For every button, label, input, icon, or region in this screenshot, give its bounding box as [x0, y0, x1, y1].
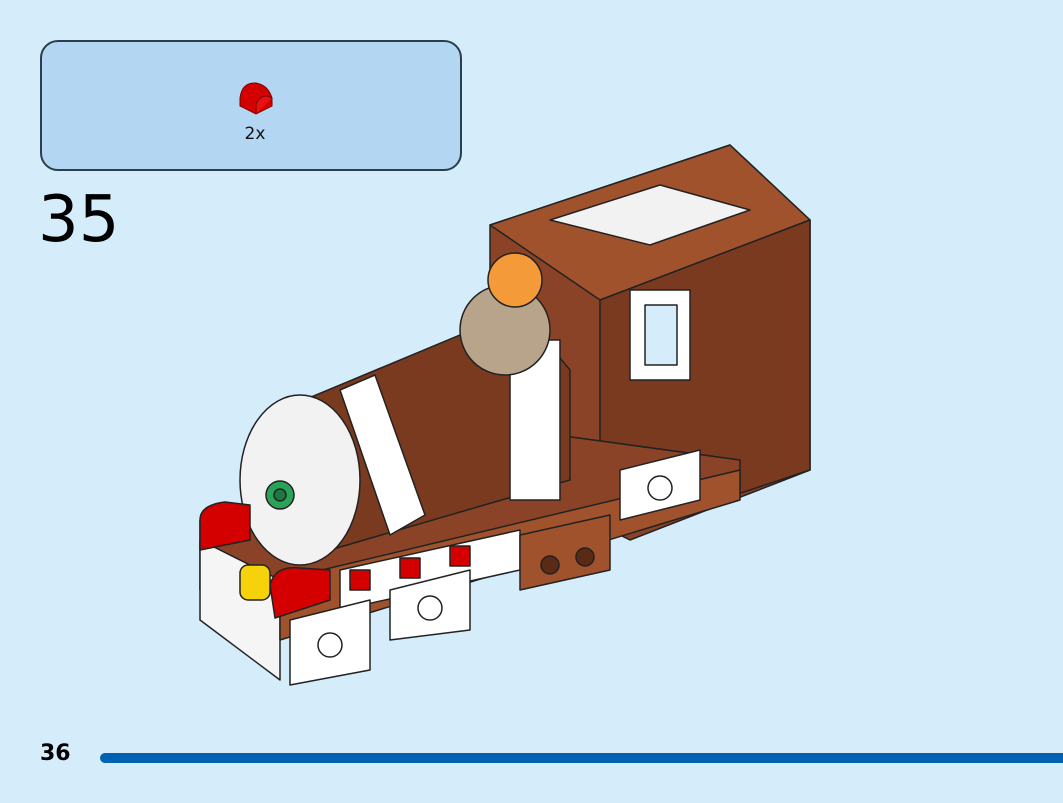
- train-model-illustration: [199, 144, 811, 686]
- page-number: 36: [40, 741, 71, 766]
- progress-bar: [100, 753, 1063, 763]
- red-curved-slope-brick-icon: [239, 82, 273, 115]
- part-quantity: 2x: [244, 124, 266, 144]
- parts-list-callout: 2x: [40, 40, 462, 171]
- step-number: 35: [38, 183, 120, 257]
- part-item: 2x: [230, 76, 280, 144]
